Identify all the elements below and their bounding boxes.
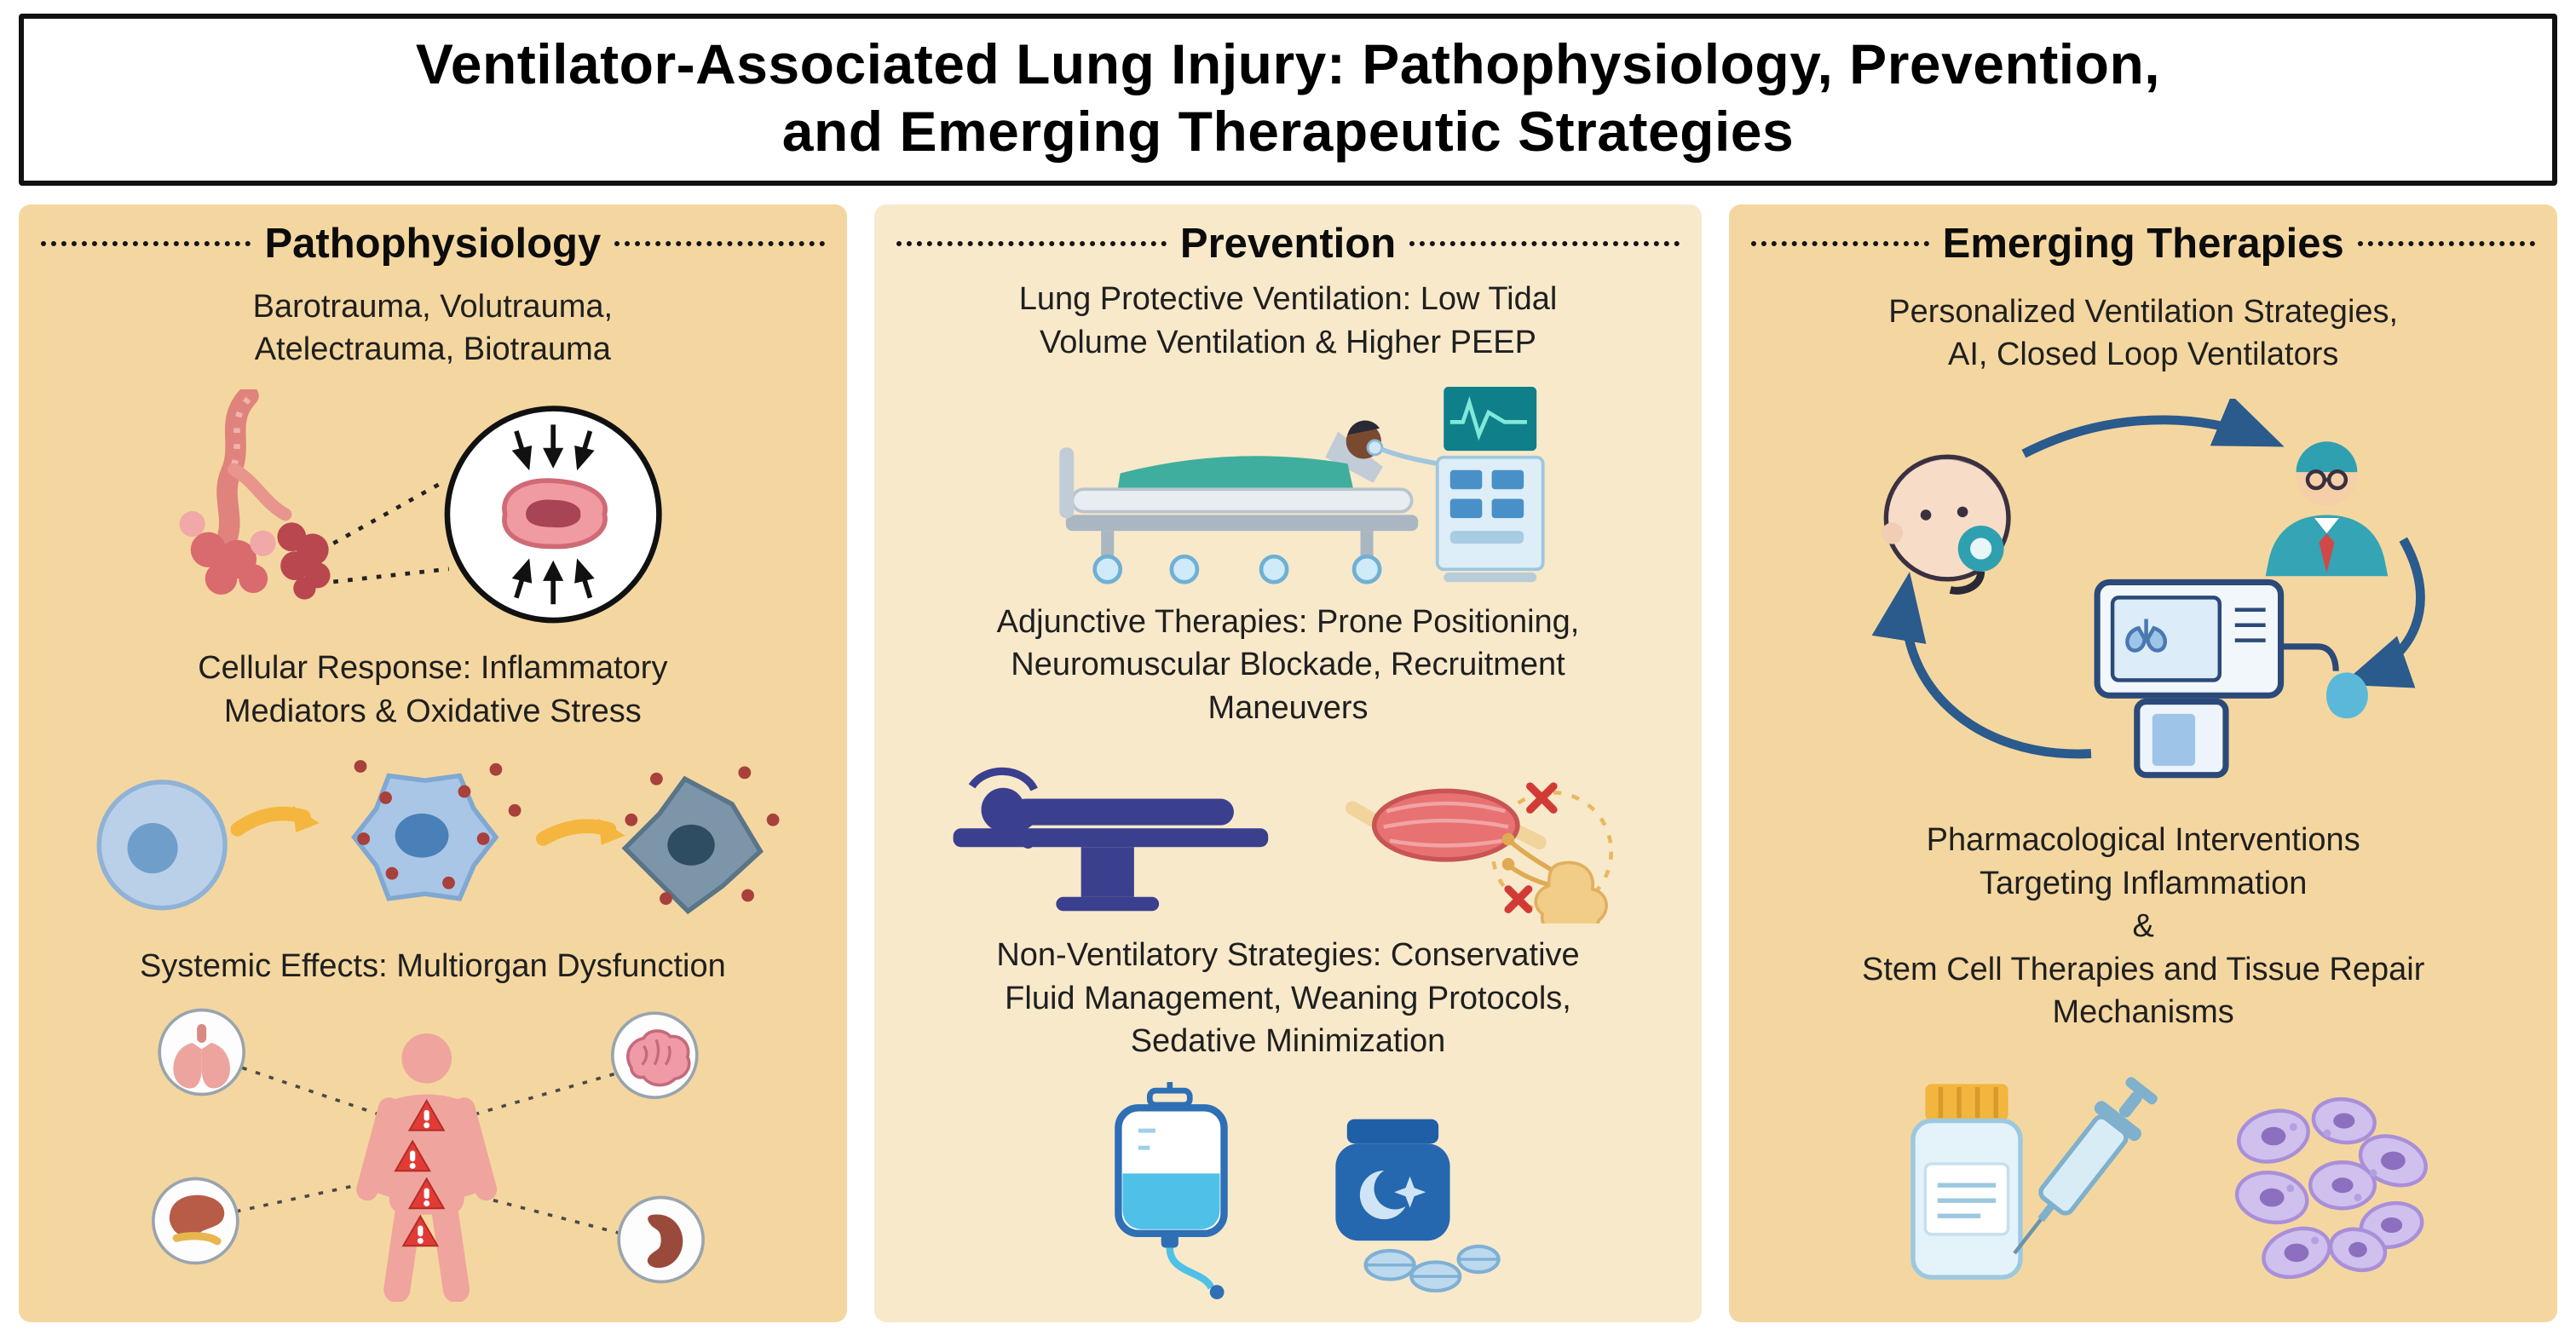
prevention-header: Prevention: [896, 220, 1680, 268]
dotted-divider: [1751, 241, 1929, 247]
emerging-title: Emerging Therapies: [1942, 221, 2344, 268]
adjunctive-text: Adjunctive Therapies: Prone Positioning,…: [996, 603, 1580, 726]
mediator-dots: [354, 760, 522, 889]
fluid-sedation-illustration: [1114, 1081, 1501, 1299]
dotted-divider: [896, 241, 1167, 247]
compression-arrows: [511, 423, 595, 604]
pharma-stem-text: Pharmacological Interventions Targeting …: [1861, 822, 2425, 1031]
smart-ventilator-icon: [2094, 578, 2369, 779]
pathophysiology-header: Pathophysiology: [41, 220, 825, 268]
alveoli-cluster: [190, 532, 268, 595]
star-icon: [1393, 1176, 1426, 1208]
organ-connectors: [235, 1066, 621, 1235]
page-title: Ventilator-Associated Lung Injury: Patho…: [415, 32, 2161, 164]
title-banner: Ventilator-Associated Lung Injury: Patho…: [19, 14, 2557, 187]
personalized-text: Personalized Ventilation Strategies, AI,…: [1888, 293, 2399, 373]
moon-icon: [1359, 1170, 1406, 1219]
stem-cells-icon: [2235, 1096, 2429, 1280]
lung-protective-text: Lung Protective Ventilation: Low Tidal V…: [1018, 281, 1558, 360]
neuromuscular-junction-icon: [1345, 782, 1613, 924]
prone-neuromuscular-illustration: [953, 768, 1613, 924]
column-prevention: Prevention Lung Protective Ventilation: …: [873, 204, 1703, 1322]
patient-icon: [1346, 420, 1438, 467]
blockade-x-marks: [1503, 782, 1558, 914]
patient-face-icon: [1882, 454, 2011, 595]
screen-lungs-icon: [2125, 619, 2168, 653]
alveolar-injury-illustration: [179, 388, 662, 623]
pharma-stem-cell-illustration: [1910, 1077, 2429, 1280]
transition-arrow: [230, 806, 311, 837]
transition-arrow: [535, 819, 617, 846]
medicine-bottle-icon: [1910, 1084, 2023, 1280]
dotted-divider: [1409, 241, 1680, 247]
iv-bag-icon: [1114, 1081, 1228, 1299]
emerging-header: Emerging Therapies: [1751, 220, 2536, 268]
dotted-divider: [41, 241, 251, 247]
liver-pancreas-icon: [169, 1194, 225, 1246]
syringe-icon: [2013, 1077, 2158, 1255]
prone-patient-icon: [953, 768, 1268, 912]
monitor-icon: [1443, 387, 1536, 452]
dotted-divider: [614, 241, 825, 247]
columns: Pathophysiology Barotrauma, Volutrauma, …: [19, 204, 2558, 1322]
bed-wheels: [1092, 555, 1381, 584]
inflammatory-cells-illustration: [96, 760, 780, 915]
prevention-title: Prevention: [1179, 221, 1397, 268]
warning-icons: [394, 1098, 446, 1246]
blanket: [1116, 456, 1354, 493]
ventilated-patient-illustration: [1058, 387, 1545, 584]
brain-icon: [625, 1028, 691, 1086]
lungs-icon: [173, 1023, 230, 1089]
mechanisms-text: Barotrauma, Volutrauma, Atelectrauma, Bi…: [252, 288, 614, 368]
systemic-effects-text: Systemic Effects: Multiorgan Dysfunction: [139, 947, 726, 984]
sedative-bottle-icon: [1334, 1119, 1450, 1240]
dotted-divider: [2357, 241, 2536, 247]
kidney-icon: [647, 1214, 683, 1268]
bed-backrest: [1324, 431, 1383, 484]
loop-arrows: [1871, 398, 2426, 759]
body-silhouette: [355, 1033, 497, 1302]
closed-loop-ventilation-illustration: [1871, 398, 2426, 779]
pills-icon: [1363, 1244, 1501, 1292]
column-pathophysiology: Pathophysiology Barotrauma, Volutrauma, …: [19, 204, 847, 1322]
pathophysiology-title: Pathophysiology: [264, 221, 602, 268]
cellular-response-text: Cellular Response: Inflammatory Mediator…: [198, 650, 668, 729]
ventilation-bag-icon: [2326, 672, 2369, 719]
non-ventilatory-text: Non-Ventilatory Strategies: Conservative…: [996, 937, 1580, 1060]
column-emerging-therapies: Emerging Therapies Personalized Ventilat…: [1729, 204, 2558, 1322]
doctor-icon: [2265, 441, 2389, 577]
multiorgan-dysfunction-illustration: [151, 1008, 705, 1302]
